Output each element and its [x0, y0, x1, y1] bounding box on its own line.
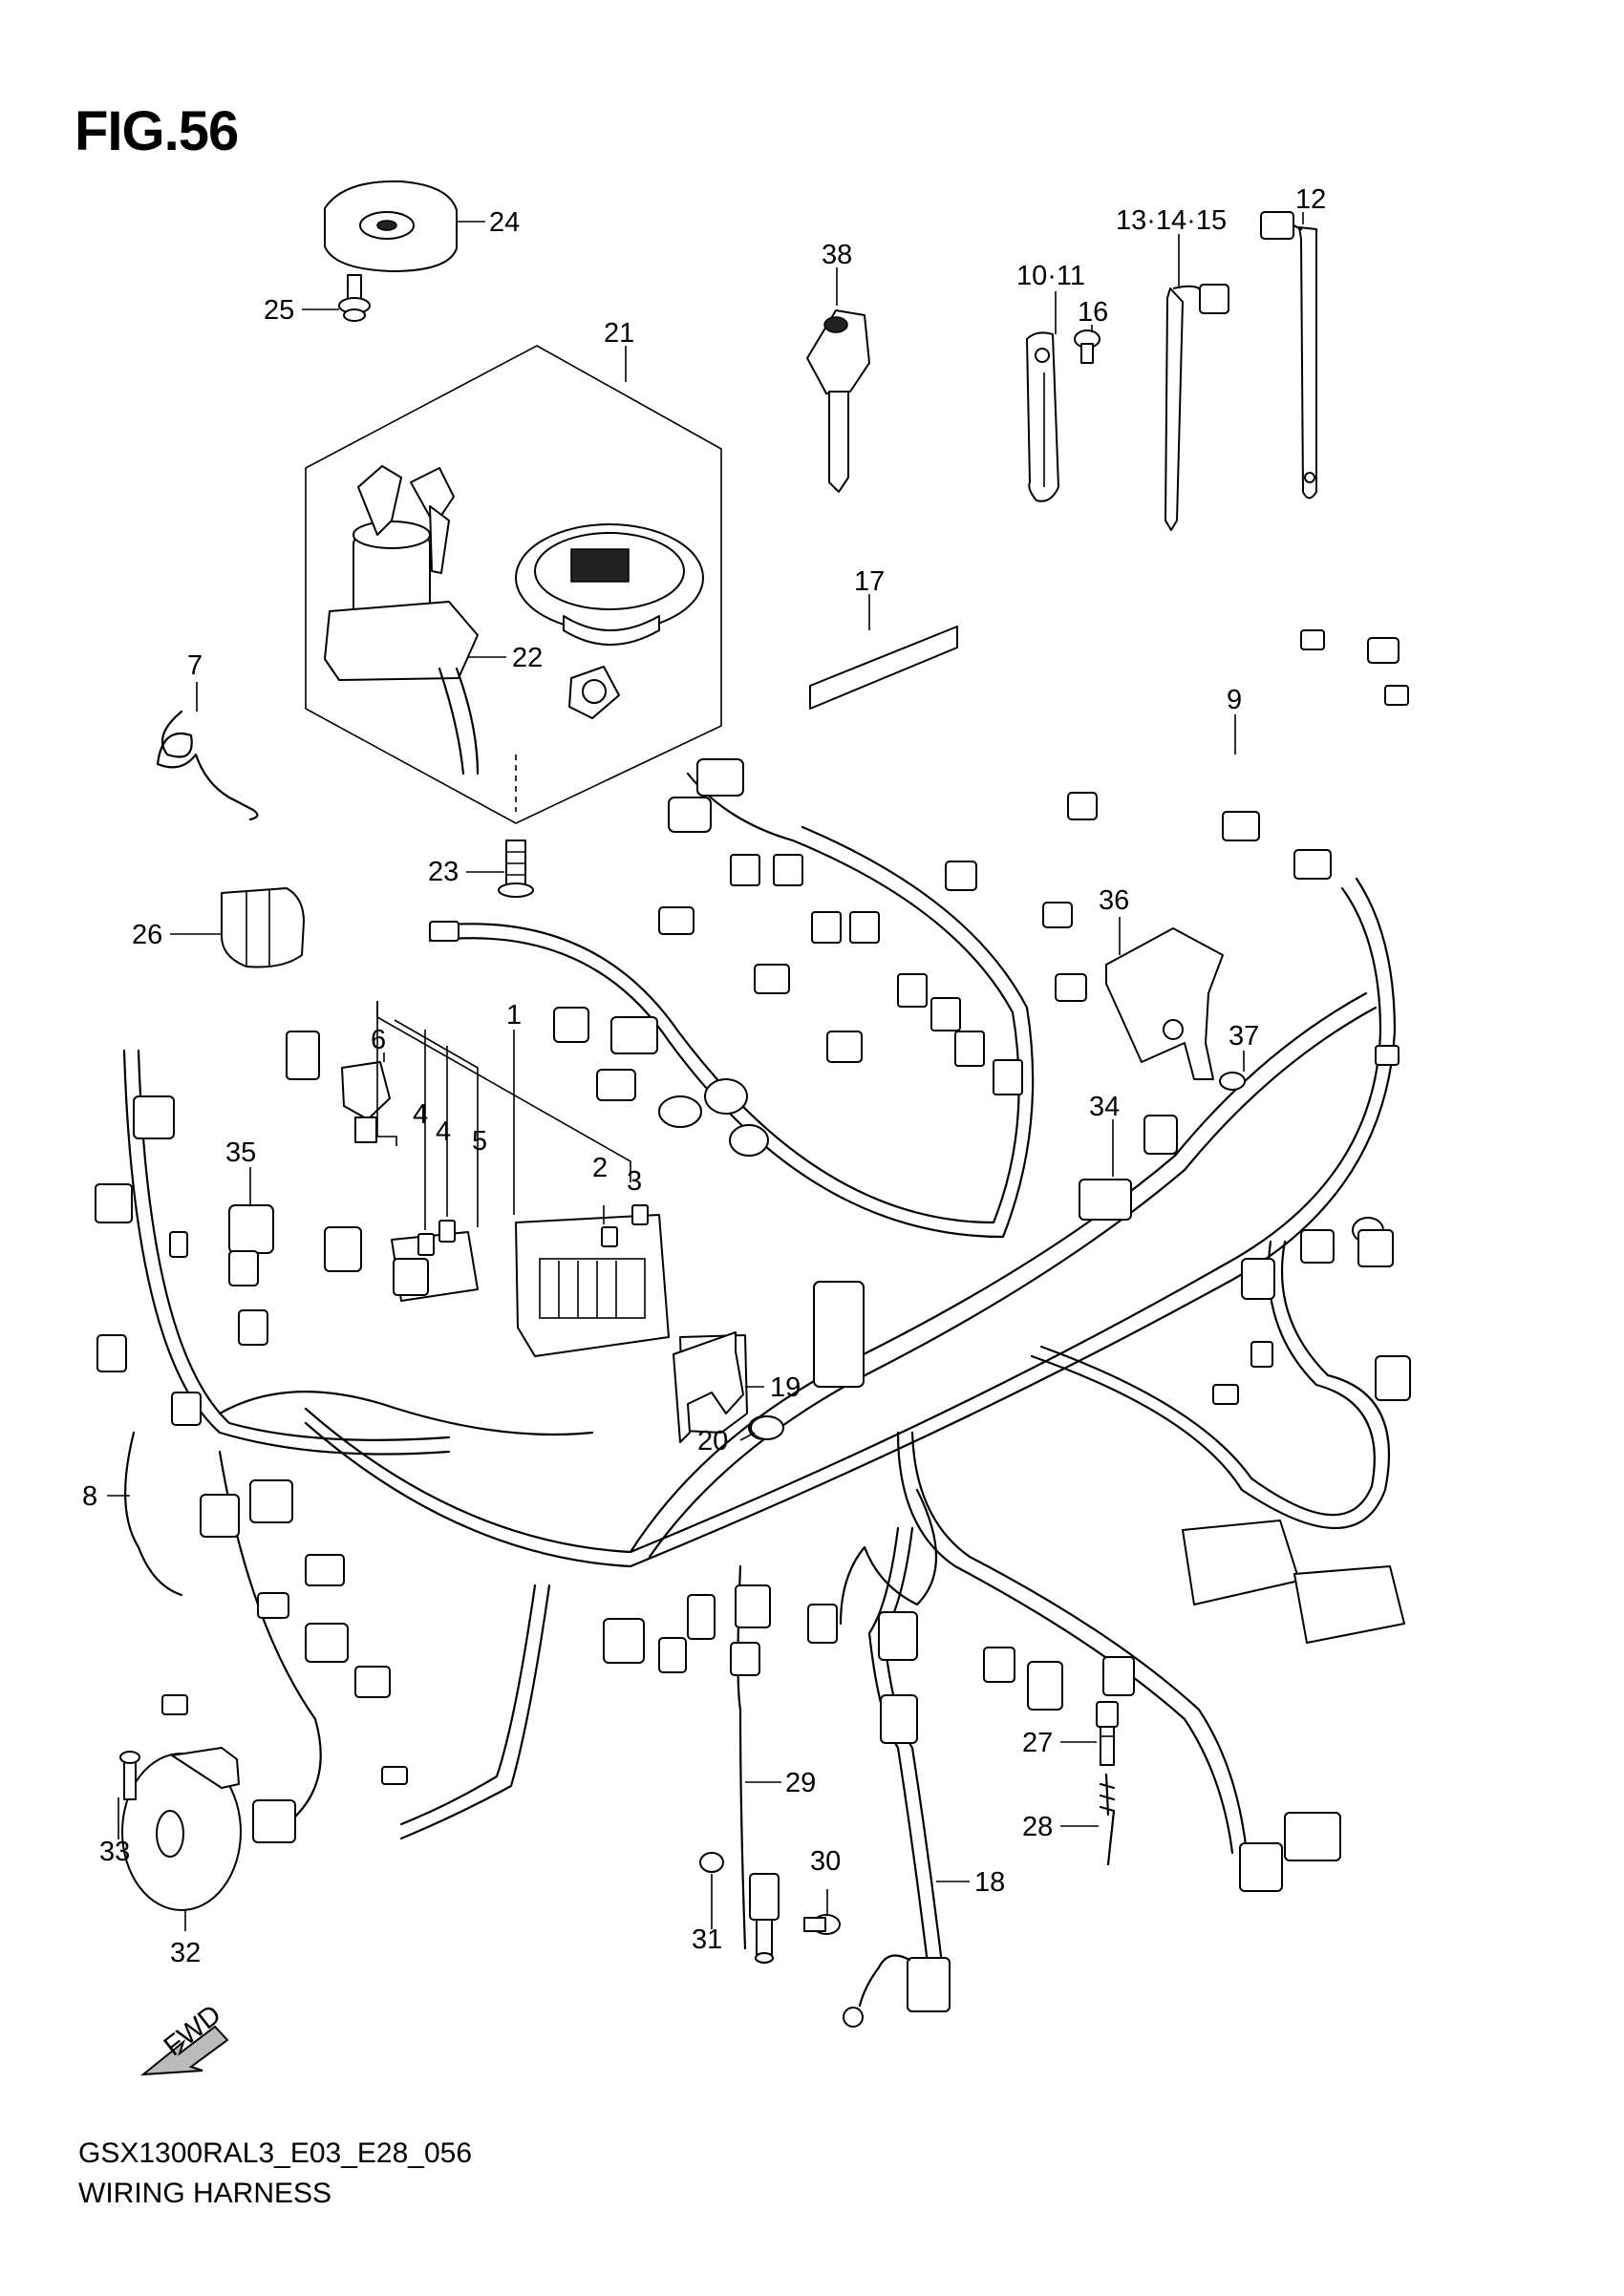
part-spring-28: [1099, 1773, 1116, 1866]
callout-4a: 4: [413, 1099, 428, 1130]
figure-title: FIG.56: [75, 100, 239, 162]
callout-30: 30: [810, 1846, 841, 1877]
callout-29: 29: [785, 1768, 816, 1798]
callout-34: 34: [1089, 1092, 1120, 1122]
part-cable-tie-12: [1260, 211, 1317, 500]
callout-28: 28: [1022, 1812, 1053, 1842]
callout-22: 22: [512, 643, 543, 673]
callout-31: 31: [692, 1924, 722, 1955]
callout-10-11: 10·11: [1016, 261, 1085, 291]
callout-3: 3: [627, 1166, 642, 1197]
callout-19: 19: [770, 1372, 801, 1403]
part-screw-16: [1074, 330, 1100, 364]
callout-38: 38: [822, 240, 852, 270]
lock-set-outline: [305, 345, 722, 824]
callout-35: 35: [225, 1137, 256, 1168]
fwd-arrow-icon: FWD: [139, 1999, 229, 2076]
callout-33: 33: [99, 1837, 130, 1867]
callout-8: 8: [82, 1481, 97, 1512]
part-cable-tie-13-14-15: [1165, 284, 1229, 531]
part-fuel-cap: [515, 523, 704, 646]
callout-21: 21: [604, 318, 634, 349]
callout-6: 6: [371, 1025, 386, 1055]
callout-labels: 24 25 21 22 23 7 26 38 10·11 16 13·14·15…: [82, 184, 1326, 1968]
part-screw-23: [498, 755, 534, 898]
callout-20: 20: [697, 1426, 728, 1456]
part-sensor-27: [1096, 1701, 1119, 1766]
part-clamp-10-11: [1026, 331, 1059, 502]
callout-5: 5: [472, 1126, 487, 1157]
leader-lines: [107, 212, 1304, 1931]
part-spring: [156, 710, 259, 821]
part-bracket-36: [1105, 927, 1246, 1091]
part-ignition-cover: [324, 180, 458, 272]
callout-37: 37: [1229, 1021, 1259, 1052]
callout-16: 16: [1078, 297, 1108, 328]
callout-13-14-15: 13·14·15: [1116, 205, 1227, 236]
part-screw-25: [338, 274, 371, 322]
part-horn: [119, 1747, 242, 1911]
callout-9: 9: [1227, 685, 1242, 715]
callout-4b: 4: [436, 1116, 451, 1147]
harness-connectors: [95, 629, 1411, 2012]
part-bracket-19: [673, 1331, 784, 1443]
callout-18: 18: [974, 1867, 1005, 1898]
callout-12: 12: [1295, 184, 1326, 215]
figure-code: GSX1300RAL3_E03_E28_056: [78, 2137, 473, 2169]
callout-24: 24: [489, 207, 520, 238]
figure-name: WIRING HARNESS: [78, 2178, 332, 2209]
callout-26: 26: [132, 920, 162, 950]
part-ignition-switch: [324, 465, 480, 776]
callout-27: 27: [1022, 1728, 1053, 1758]
callout-7: 7: [187, 650, 203, 681]
part-screw-30: [803, 1914, 841, 1935]
part-key-blank: [806, 309, 870, 493]
part-pad: [809, 626, 958, 710]
part-seat-lock: [568, 666, 620, 719]
callout-36: 36: [1099, 885, 1129, 916]
part-lead-18: [858, 1954, 911, 2008]
callout-25: 25: [264, 295, 294, 326]
callout-2: 2: [592, 1153, 608, 1183]
callout-32: 32: [170, 1938, 201, 1968]
part-cover-26: [221, 887, 305, 968]
callout-23: 23: [428, 857, 459, 887]
callout-17: 17: [854, 566, 885, 597]
callout-1: 1: [506, 1000, 522, 1031]
part-switch-31: [699, 1852, 780, 1964]
